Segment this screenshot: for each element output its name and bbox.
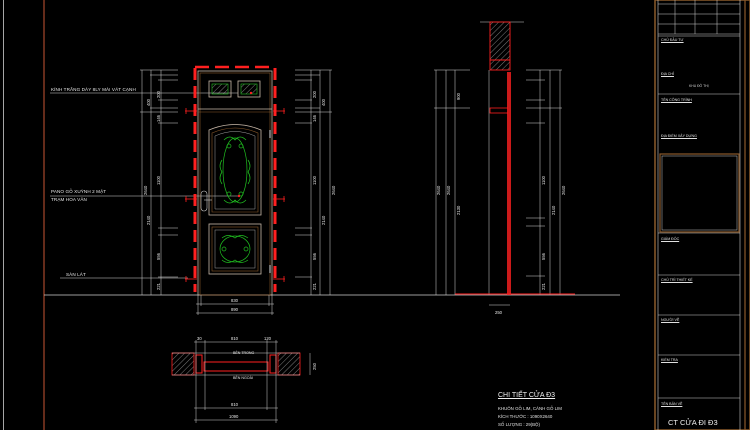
side-dim-left-1: 2640 <box>446 185 451 195</box>
dim-glass-right: 200 <box>312 91 317 98</box>
callout-carving: TRẠM HOA VĂN <box>51 197 87 202</box>
side-dim-left-3: 900 <box>456 93 461 100</box>
dim-bottom-rail-right: 221 <box>312 283 317 290</box>
frame-plan <box>195 354 277 374</box>
dim-leaf-height-left: 2140 <box>146 215 151 225</box>
carving-ornament-lower <box>219 235 251 263</box>
callout-panel: PANO GỖ XUỲNH 2 MẶT <box>51 189 107 194</box>
plan-dim-total: 1090 <box>229 414 239 419</box>
front-elevation[interactable] <box>50 65 332 315</box>
callout-floor: SÀN LÁT <box>66 272 86 277</box>
tb-location-label: ĐỊA ĐIỂM XÂY DỰNG <box>661 134 697 138</box>
dim-upper-panel-right: 1100 <box>312 175 317 185</box>
dim-outer-width: 890 <box>231 307 238 312</box>
callout-leaders <box>50 92 238 279</box>
dim-upper-panel-left: 1100 <box>156 175 161 185</box>
tb-drawing-name: CT CỬA ĐI Đ3 <box>668 418 718 427</box>
sheet-border <box>3 0 45 430</box>
plan-dim-top-5: 120 <box>264 336 271 341</box>
tb-address-label: ĐỊA CHỈ <box>661 72 674 76</box>
notes-line-size: KÍCH THƯỚC : 1090X2640 <box>498 414 553 419</box>
frame-anchors <box>185 108 285 282</box>
plan-label-inside: BÊN TRONG <box>233 351 255 355</box>
plan-label-outside: BÊN NGOÀI <box>233 376 253 380</box>
bottom-dimension-lines <box>196 295 274 315</box>
side-dim-right-1: 2140 <box>551 205 556 215</box>
notes-line-quantity: SỐ LƯỢNG : 29(BỘ) <box>498 422 540 427</box>
notes-line-material: KHUÔN GỖ LIM, CÁNH GỖ LIM <box>498 406 562 411</box>
transom-glass-right <box>237 80 261 98</box>
tb-project-label: TÊN CÔNG TRÌNH <box>661 98 692 102</box>
left-dimension-lines <box>140 69 178 295</box>
plan-dim-bottom-2: 810 <box>231 402 238 407</box>
dim-transom-right: 400 <box>321 99 326 106</box>
door-handle <box>200 190 212 212</box>
tb-checker-label: KIỂM TRA <box>661 358 678 362</box>
carving-ornament-upper <box>219 136 251 204</box>
callout-glass: KÍNH TRẮNG DÀY 8LY MÀI VÁT CẠNH <box>51 87 136 92</box>
wall-right-hatch <box>277 352 301 376</box>
tb-drawing-name-label: TÊN BẢN VẼ <box>661 402 683 406</box>
notes-title: CHI TIẾT CỬA Đ3 <box>498 392 556 399</box>
tb-design-lead-label: CHỦ TRÌ THIẾT KẾ <box>661 278 693 282</box>
dim-total-height-right: 2640 <box>331 185 336 195</box>
plan-dim-wall: 250 <box>312 363 317 370</box>
plan-section[interactable] <box>171 340 311 423</box>
side-dimension-lines <box>434 69 562 306</box>
dim-total-height-left: 2640 <box>143 185 148 195</box>
dim-glass-left: 200 <box>156 91 161 98</box>
tb-director-label: GIÁM ĐỐC <box>661 237 680 241</box>
dim-lower-panel-left: 556 <box>156 253 161 260</box>
door-leaf-section <box>507 72 511 295</box>
dim-transom-left: 400 <box>146 99 151 106</box>
side-dim-left-0: 2640 <box>436 185 441 195</box>
plan-dim-top-0: 30 <box>197 336 202 341</box>
wall-left-hatch <box>171 352 195 376</box>
dim-bottom-rail-left: 221 <box>156 283 161 290</box>
lower-carved-panel <box>208 223 262 275</box>
tb-drafter-label: NGƯỜI VẼ <box>661 318 680 322</box>
lintel-hatch <box>489 21 511 61</box>
transom-glass-left <box>208 80 232 98</box>
side-dim-right-3: 556 <box>541 253 546 260</box>
plan-dim-top-3: 810 <box>231 336 238 341</box>
logo-box <box>659 153 740 233</box>
side-dim-left-2: 2130 <box>456 205 461 215</box>
tb-address-value: KHU ĐÔ THỊ <box>689 84 709 88</box>
tb-owner-label: CHỦ ĐẦU TƯ <box>661 38 684 42</box>
revision-grid <box>658 0 740 37</box>
side-dim-right-4: 221 <box>541 283 546 290</box>
dim-leaf-height-right: 2140 <box>321 215 326 225</box>
side-dim-right-2: 1100 <box>541 175 546 185</box>
upper-carved-panel <box>208 124 262 216</box>
side-section[interactable] <box>434 21 575 306</box>
side-dim-right-0: 2640 <box>561 185 566 195</box>
dim-inner-width: 830 <box>231 298 238 303</box>
title-block-dividers <box>658 93 740 399</box>
dim-rail-left: 146 <box>156 115 161 122</box>
dim-rail-right: 146 <box>312 115 317 122</box>
right-dimension-lines <box>295 69 332 295</box>
side-dim-bottom: 250 <box>495 310 502 315</box>
title-block[interactable] <box>654 0 750 430</box>
dim-lower-panel-right: 556 <box>312 253 317 260</box>
door-frame-inner <box>199 72 271 296</box>
plan-dimension-lines <box>194 340 311 423</box>
